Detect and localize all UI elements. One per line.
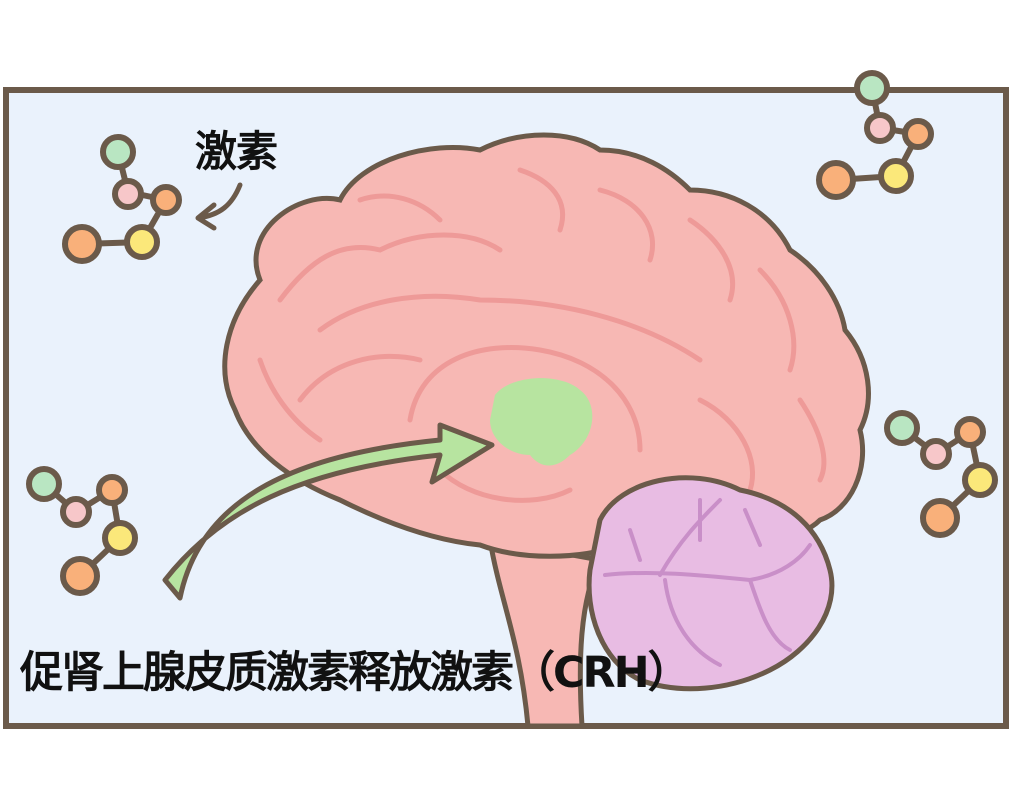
- molecule-top-left: [62, 134, 182, 264]
- cerebellum-lines: [603, 498, 812, 667]
- cerebellum: [586, 475, 835, 692]
- hormone-label: 激素: [195, 127, 278, 176]
- brain-folds: [257, 167, 827, 503]
- molecule-top-right: [816, 70, 934, 200]
- green-arrow: [162, 422, 495, 601]
- curved-arrow-icon: [195, 182, 243, 231]
- molecule-bottom-left: [26, 466, 138, 596]
- crh-label: 促肾上腺皮质激素释放激素（CRH）: [20, 648, 691, 698]
- hypothalamus: [490, 378, 593, 466]
- molecule-right: [884, 410, 998, 538]
